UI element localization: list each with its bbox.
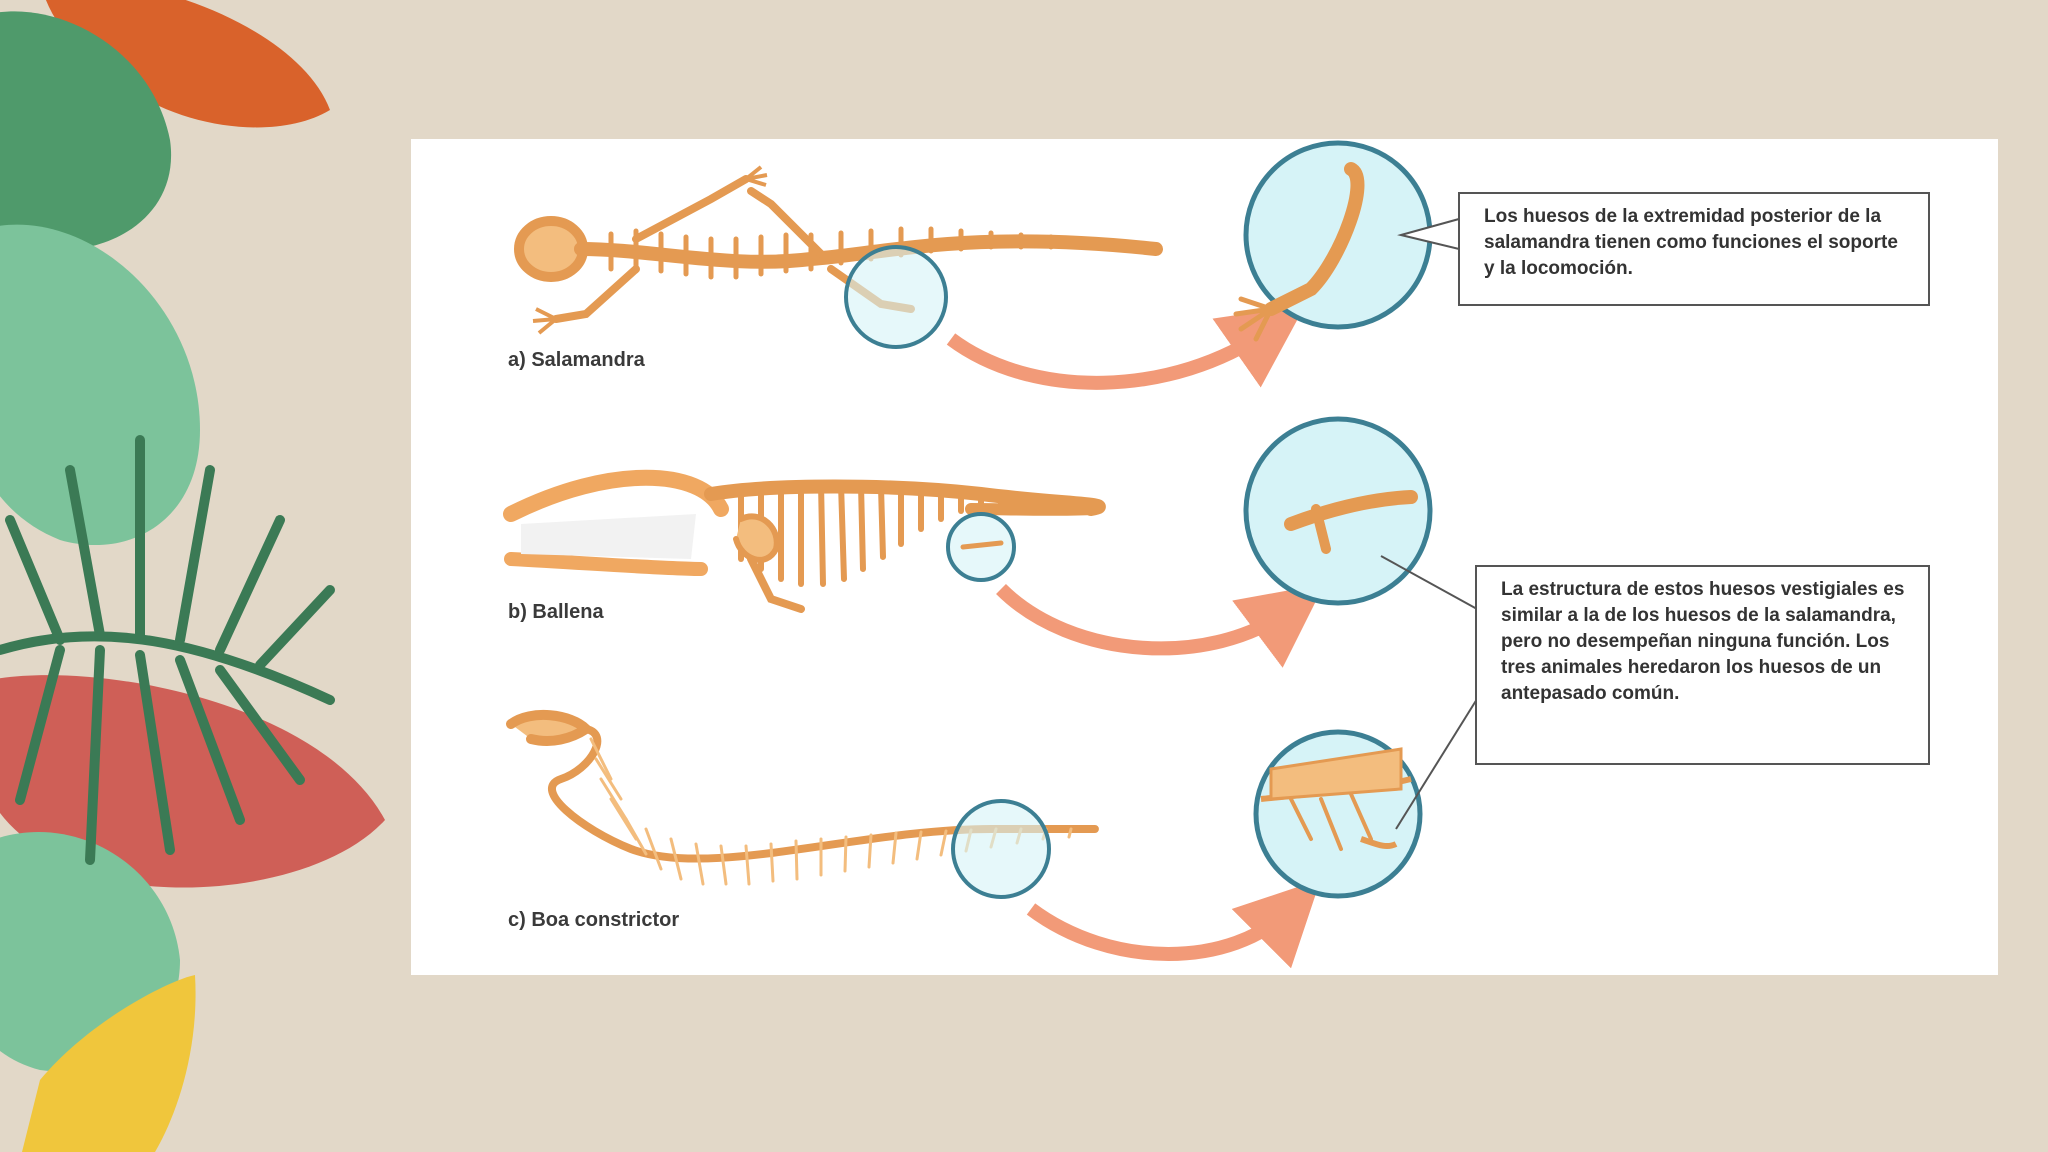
boa-arrow-icon — [1026, 879, 1321, 969]
salamander-enlarged-circle — [1233, 140, 1433, 342]
note-salamander: Los huesos de la extremidad posterior de… — [1458, 192, 1930, 306]
note-vestigial: La estructura de estos huesos vestigiale… — [1475, 565, 1930, 765]
whale-enlarged-circle — [1243, 416, 1433, 606]
homologous-structures-diagram — [503, 140, 1478, 969]
light-green-leaf-icon — [0, 224, 200, 545]
whale-arrow-icon — [996, 583, 1325, 668]
whale-skeleton — [503, 469, 1106, 613]
boa-enlarged-circle — [1253, 729, 1423, 899]
label-boa-constrictor: c) Boa constrictor — [508, 909, 680, 931]
tropical-leaves-decoration — [0, 0, 385, 1152]
salamander-zoom-circle — [844, 245, 948, 349]
orange-leaf-icon — [46, 0, 330, 128]
palm-frond-icon — [0, 435, 335, 865]
green-monstera-leaf-icon — [0, 11, 172, 250]
label-salamandra: a) Salamandra — [508, 349, 645, 371]
salamander-skeleton — [514, 175, 1163, 323]
salamander-hand-icon — [532, 165, 768, 335]
note-vestigial-pointer-boa — [1395, 698, 1478, 830]
yellow-leaf-icon — [22, 975, 196, 1152]
whale-vestigial-bone-icon — [960, 540, 1004, 550]
note-vestigial-pointer-whale — [1380, 555, 1478, 610]
salamander-arrow-icon — [946, 304, 1306, 390]
boa-zoom-circle — [951, 799, 1051, 899]
diagram-panel: a) Salamandra b) Ballena c) Boa constric… — [411, 139, 1998, 975]
label-ballena: b) Ballena — [508, 601, 604, 623]
